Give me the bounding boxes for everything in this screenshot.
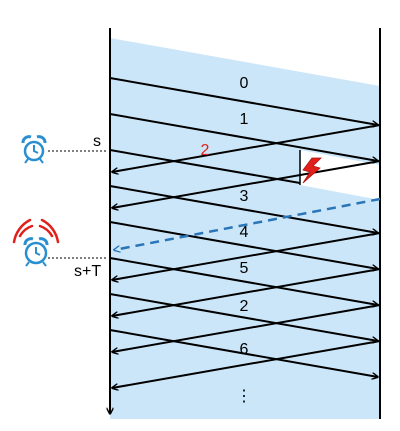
time-label-s: s [93, 133, 101, 150]
packet-label: 5 [240, 260, 249, 277]
packet-line-4 [109, 221, 378, 269]
time-label-s-plus-t: s+T [74, 263, 101, 280]
packet-line-2-retransmit [109, 293, 378, 341]
ack-line [112, 160, 381, 208]
packet-label: 6 [240, 341, 249, 358]
packet-label: 2 [240, 298, 249, 315]
window-band [110, 38, 380, 419]
ack-line [112, 124, 381, 172]
packet-line-0 [109, 77, 378, 125]
packet-line-1 [109, 113, 378, 161]
packet-label: 0 [240, 75, 249, 92]
packet-line-6 [109, 329, 378, 377]
packet-line-2-lost [109, 149, 301, 184]
ack-line [112, 304, 381, 352]
packet-label: 1 [240, 111, 249, 128]
ringing-alarm-clock-icon [12, 218, 60, 267]
packet-label: 3 [240, 188, 249, 205]
ack-line [112, 232, 381, 280]
data-packets [109, 77, 378, 377]
ack-lines [112, 124, 381, 388]
ack-line [112, 268, 381, 316]
timeout-arrow [114, 197, 381, 250]
alarm-clock-icon [21, 135, 47, 164]
ack-line [112, 340, 381, 388]
ellipsis-label: ⋮ [236, 388, 252, 405]
packet-line-5 [109, 257, 378, 305]
packet-line-3 [109, 185, 378, 233]
packet-label: 4 [240, 224, 249, 241]
packet-label-lost: 2 [201, 142, 210, 159]
lightning-icon [302, 157, 322, 184]
loss-gap [300, 150, 380, 200]
packet-labels: 0 1 2 3 4 5 2 6 ⋮ [201, 75, 252, 405]
